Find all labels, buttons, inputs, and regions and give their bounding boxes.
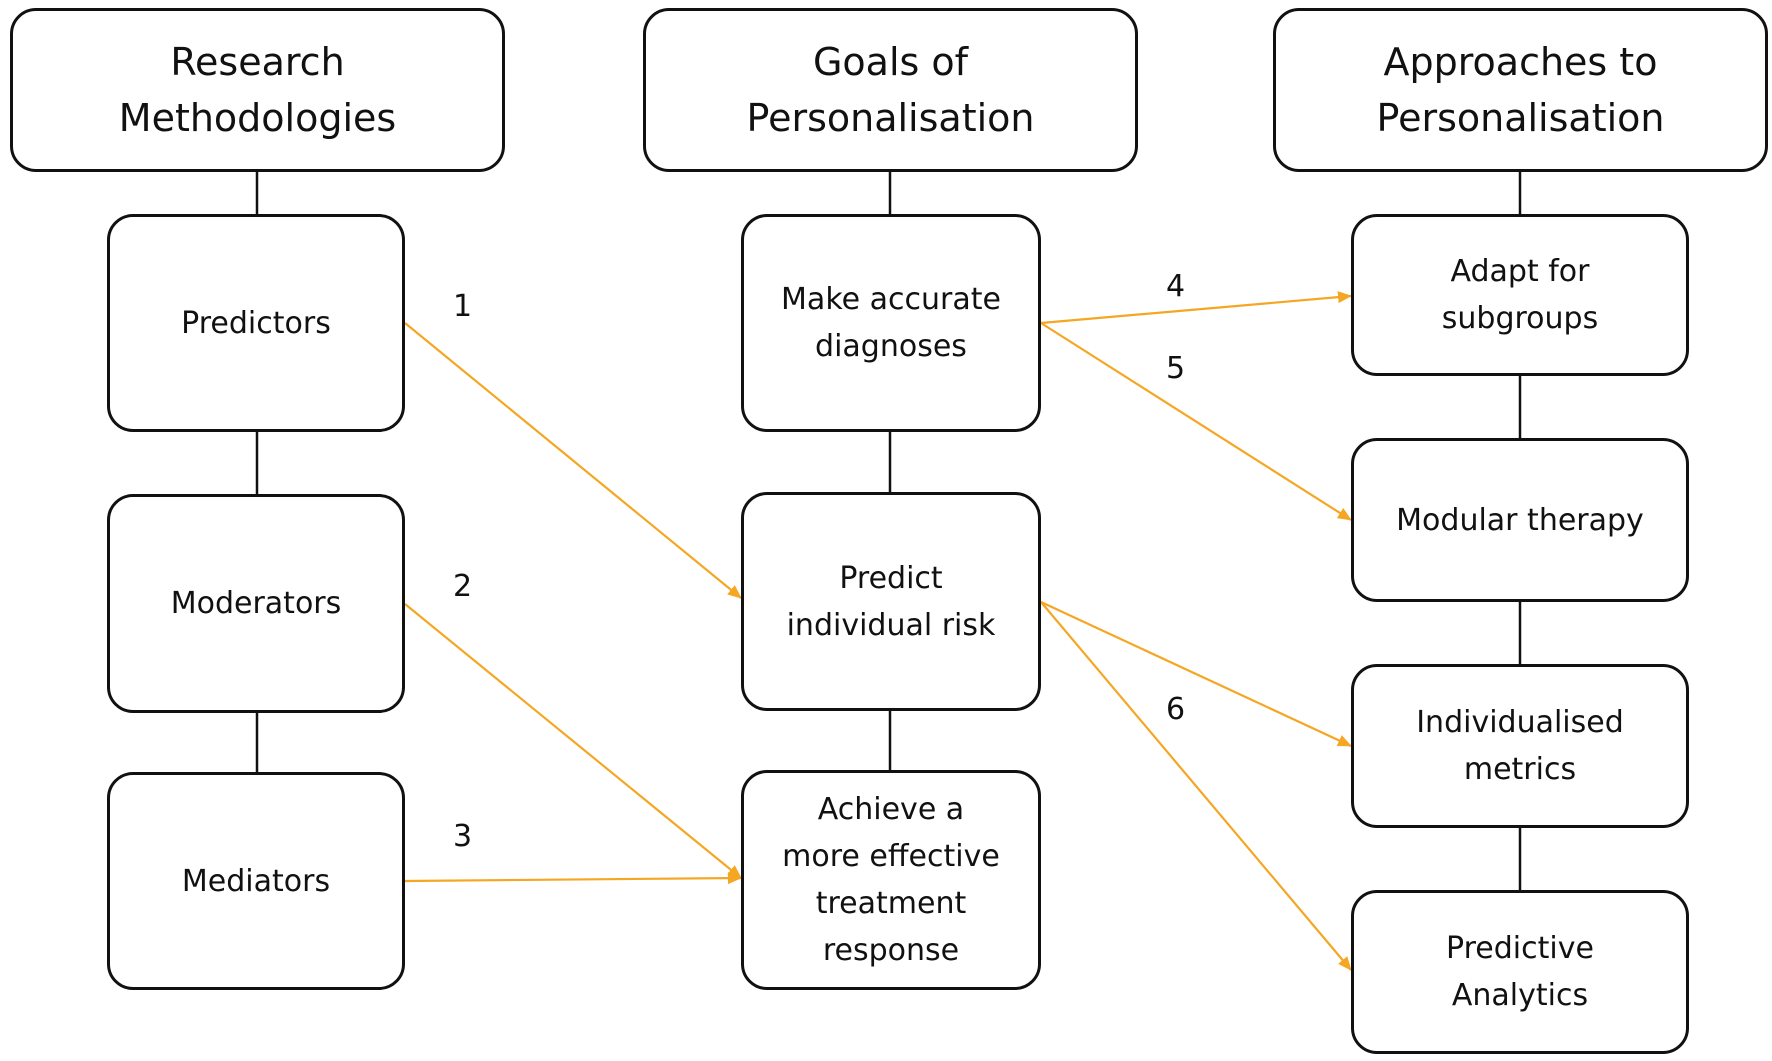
node-predictors: Predictors xyxy=(107,214,405,432)
node-adapt-for-subgroups: Adapt for subgroups xyxy=(1351,214,1689,376)
node-predict-individual-risk: Predict individual risk xyxy=(741,492,1041,711)
node-modular-therapy: Modular therapy xyxy=(1351,438,1689,602)
node-text: Predictive Analytics xyxy=(1446,931,1594,1013)
node-text: Mediators xyxy=(181,863,331,899)
node-predictive-analytics: Predictive Analytics xyxy=(1351,890,1689,1054)
arrow-4 xyxy=(1040,291,1352,325)
link-label-6: 6 xyxy=(1166,692,1186,727)
node-text: Achieve a more effective treatment respo… xyxy=(782,792,1000,968)
node-text: Predict individual risk xyxy=(786,560,996,643)
node-mediators: Mediators xyxy=(107,772,405,990)
link-label-5: 5 xyxy=(1166,351,1186,386)
arrow-6 xyxy=(1040,601,1352,747)
node-text: Predictors xyxy=(181,305,331,341)
node-text: Modular therapy xyxy=(1396,502,1644,538)
arrow-5 xyxy=(1040,322,1352,521)
node-achieve-effective-response: Achieve a more effective treatment respo… xyxy=(741,770,1041,990)
header-text: Approaches to Personalisation xyxy=(1376,40,1665,140)
arrow-2 xyxy=(404,603,742,879)
link-label-4: 4 xyxy=(1166,269,1186,304)
node-text: Make accurate diagnoses xyxy=(781,282,1001,364)
header-text: Research Methodologies xyxy=(118,40,397,140)
arrow-1 xyxy=(404,322,742,599)
node-text: Adapt for subgroups xyxy=(1441,254,1599,336)
node-make-accurate-diagnoses: Make accurate diagnoses xyxy=(741,214,1041,432)
node-individualised-metrics: Individualised metrics xyxy=(1351,664,1689,828)
link-label-3: 3 xyxy=(453,819,473,854)
node-moderators: Moderators xyxy=(107,494,405,713)
header-research-methodologies: Research Methodologies xyxy=(10,8,505,172)
node-text: Individualised metrics xyxy=(1416,705,1624,787)
header-goals-of-personalisation: Goals of Personalisation xyxy=(643,8,1138,172)
arrow-3 xyxy=(404,872,742,885)
link-label-2: 2 xyxy=(453,569,473,604)
link-label-1: 1 xyxy=(453,289,473,324)
node-text: Moderators xyxy=(170,586,342,621)
arrow-7 xyxy=(1040,601,1352,971)
header-approaches-to-personalisation: Approaches to Personalisation xyxy=(1273,8,1768,172)
header-text: Goals of Personalisation xyxy=(746,40,1035,140)
